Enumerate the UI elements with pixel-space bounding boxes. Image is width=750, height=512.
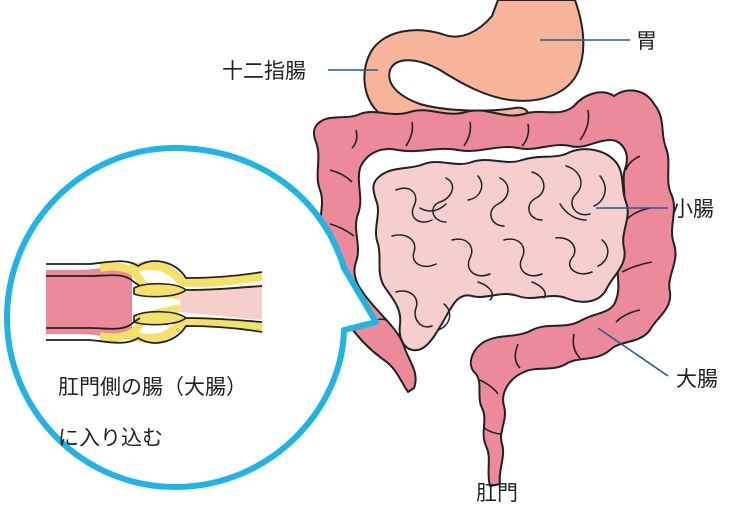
callout-text-line2: に入り込む — [58, 426, 163, 450]
large-intestine-leader-line — [597, 327, 669, 377]
large-intestine-label: 大腸 — [676, 367, 718, 391]
intussusception-inset — [46, 260, 263, 344]
anus-label: 肛門 — [476, 481, 518, 505]
small-intestine-label: 小腸 — [672, 197, 714, 221]
callout-bubble: 肛門側の腸（大腸） に入り込む — [4, 145, 379, 490]
stomach-label: 胃 — [636, 29, 657, 53]
colon-shape — [312, 89, 677, 487]
small-intestine-shape — [372, 148, 629, 352]
small-intestine — [372, 148, 629, 352]
callout-text-line1: 肛門側の腸（大腸） — [58, 375, 247, 399]
stomach-shape — [363, 0, 585, 136]
duodenum-label: 十二指腸 — [222, 59, 306, 83]
